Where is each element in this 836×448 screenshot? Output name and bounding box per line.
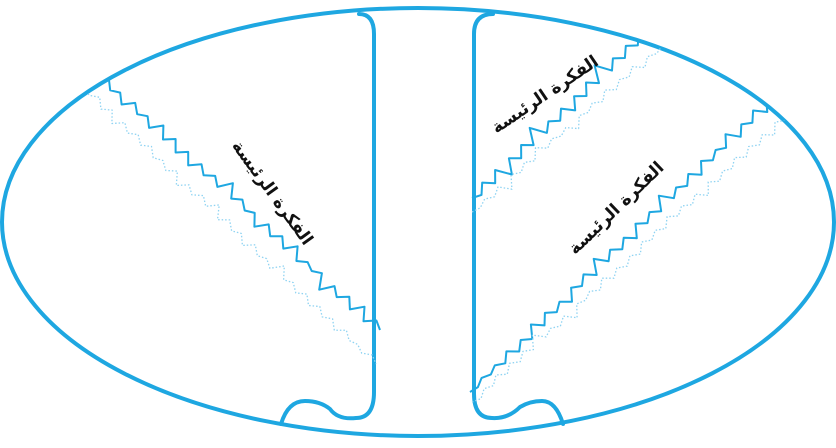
right-top-main-idea-label: الفكرة الرئيسة — [488, 52, 602, 138]
right-bottom-dotted-divider — [472, 112, 790, 402]
right-bottom-main-idea-label: الفكرة الرئيسة — [565, 158, 669, 259]
left-dotted-divider — [84, 88, 376, 364]
outer-ellipse — [2, 8, 834, 436]
right-section-border — [474, 14, 563, 424]
left-zigzag-divider — [92, 70, 380, 330]
right-bottom-zigzag-divider — [470, 95, 776, 392]
left-main-idea-label: الفكرة الرئيسة — [227, 137, 316, 250]
